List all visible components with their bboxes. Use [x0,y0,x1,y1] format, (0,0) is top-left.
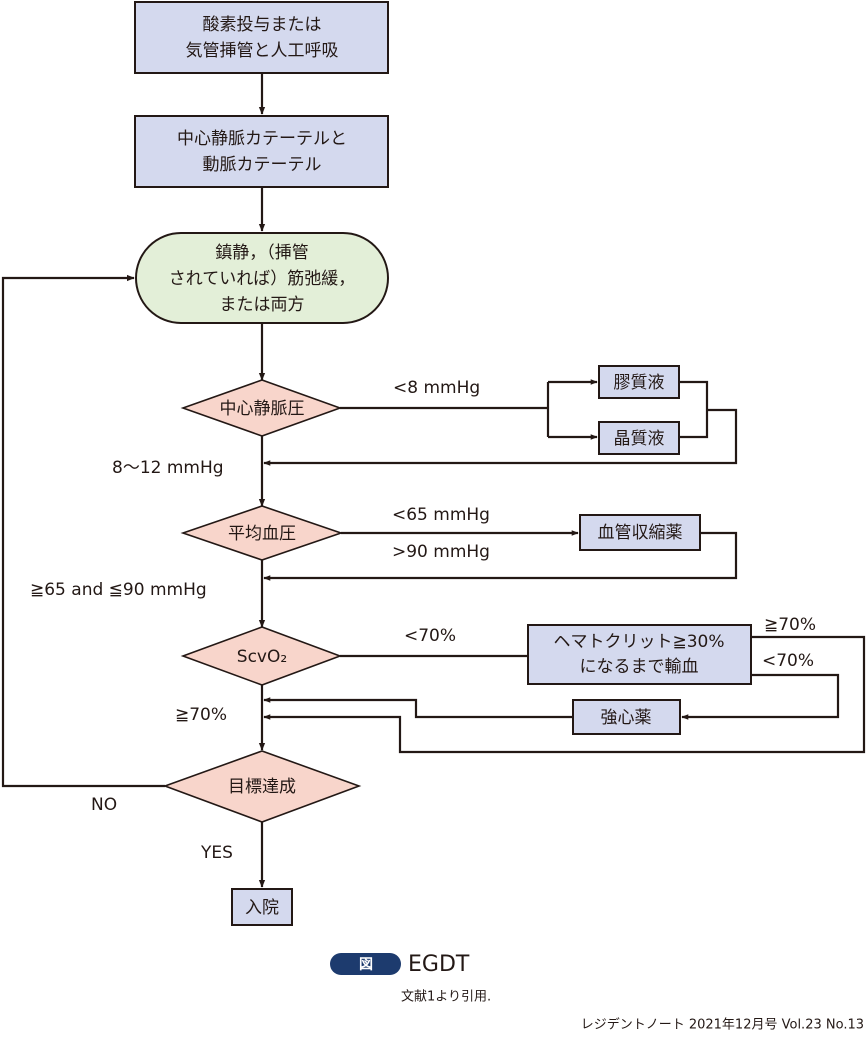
node-crystalloid: 晶質液 [598,421,680,455]
edge-fluids-merge [679,380,709,439]
figure-caption: 図 EGDT 文献1より引用. レジデントノート 2021年12月号 Vol.2… [330,952,864,1033]
node-scvo2-label: ScvO₂ [237,647,287,667]
edge-inotrope-return [263,697,573,719]
node-sedation-line2: されていれば）筋弛緩， [169,269,356,289]
label-map-high: >90 mmHg [392,542,490,562]
figure-title: EGDT [408,952,470,977]
node-admit: 入院 [231,888,293,926]
label-cvp-ok: 8〜12 mmHg [112,458,224,478]
node-catheter-line1: 中心静脈カテーテルと [177,129,347,149]
node-map-decision: 平均血圧 [180,505,344,561]
label-goal-no: NO [91,795,117,815]
node-vasoactive-label: 血管収縮薬 [598,523,683,543]
node-catheter-line2: 動脈カテーテル [203,155,322,175]
connectors [1,73,866,888]
node-oxygen: 酸素投与または 気管挿管と人工呼吸 [134,1,389,74]
node-map-label: 平均血圧 [228,524,296,544]
node-inotrope: 強心薬 [572,699,681,735]
node-inotrope-label: 強心薬 [601,708,652,728]
label-scvo2-low: <70% [404,626,456,646]
label-map-low: <65 mmHg [392,505,490,525]
figure-note: 文献1より引用. [401,990,491,1005]
edge-fluids-return [263,408,738,466]
node-cvp-decision: 中心静脈圧 [180,379,343,437]
edge-transfusion-inotrope [681,673,840,720]
node-goal-decision: 目標達成 [162,750,362,823]
node-colloid-label: 膠質液 [614,373,665,393]
label-scvo2-ok: ≧70% [175,705,227,725]
node-scvo2-decision: ScvO₂ [180,626,343,686]
node-sedation-line3: または両方 [220,295,305,315]
node-oxygen-line1: 酸素投与または [203,15,322,35]
label-goal-yes: YES [200,843,233,863]
node-sedation: 鎮静，（挿管 されていれば）筋弛緩， または両方 [135,232,389,324]
node-oxygen-line2: 気管挿管と人工呼吸 [186,41,339,61]
label-transfusion-low: <70% [762,651,814,671]
node-colloid: 膠質液 [598,365,680,399]
label-transfusion-ok: ≧70% [764,615,816,635]
edge-transfusion-return [263,635,866,754]
node-goal-label: 目標達成 [228,777,296,797]
node-cvp-label: 中心静脈圧 [220,399,305,419]
figure-badge-text: 図 [359,957,373,973]
edge-labels: <8 mmHg 8〜12 mmHg <65 mmHg >90 mmHg ≧65 … [30,378,816,863]
node-catheter: 中心静脈カテーテルと 動脈カテーテル [134,115,389,188]
figure-badge [330,953,401,975]
node-sedation-line1: 鎮静，（挿管 [215,243,309,263]
node-transfusion: ヘマトクリット≧30% になるまで輸血 [527,624,752,685]
node-vasoactive: 血管収縮薬 [579,514,701,551]
node-transfusion-line2: になるまで輸血 [580,657,699,677]
node-crystalloid-label: 晶質液 [614,429,665,449]
edge-goal-no-loop [1,274,165,788]
node-admit-label: 入院 [245,898,279,918]
node-transfusion-line1: ヘマトクリット≧30% [553,632,724,652]
label-map-ok: ≧65 and ≦90 mmHg [30,580,207,600]
label-cvp-low: <8 mmHg [393,378,480,398]
edge-vasoactive-return [263,531,738,581]
publication-source: レジデントノート 2021年12月号 Vol.23 No.13 [581,1017,864,1033]
